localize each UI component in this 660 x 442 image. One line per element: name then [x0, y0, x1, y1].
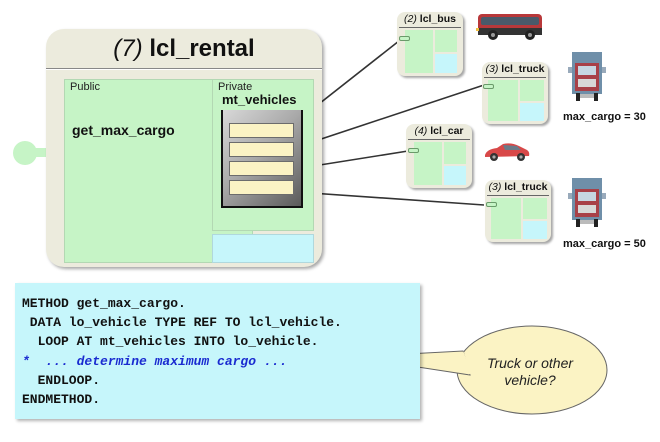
- title-separator: [399, 27, 461, 28]
- object-name: lcl_car: [430, 125, 464, 137]
- private-lower-section: [212, 234, 314, 263]
- private-label: Private: [218, 81, 253, 93]
- code-line: LOOP AT mt_vehicles INTO lo_vehicle.: [22, 334, 319, 349]
- private-section: Private mt_vehicles: [212, 79, 314, 231]
- object-lcl-car[interactable]: (4) lcl_car: [406, 124, 472, 188]
- object-title: (2) lcl_bus: [397, 13, 463, 25]
- private-section: [520, 80, 544, 101]
- private-lower-section: [523, 221, 547, 239]
- interface-pin: [486, 202, 497, 207]
- object-count: (4): [414, 125, 428, 137]
- title-separator: [487, 195, 549, 196]
- truck-icon: [568, 52, 606, 101]
- object-name: lcl_truck: [504, 181, 548, 193]
- code-line: ENDMETHOD.: [22, 392, 101, 407]
- table-row[interactable]: [229, 180, 294, 195]
- object-title: (3) lcl_truck: [485, 181, 551, 193]
- private-section: [444, 142, 466, 164]
- public-label: Public: [70, 81, 100, 93]
- code-line: DATA lo_vehicle TYPE REF TO lcl_vehicle.: [22, 315, 342, 330]
- bus-icon: [476, 14, 542, 40]
- object-lcl-bus[interactable]: (2) lcl_bus: [397, 12, 463, 76]
- method-get-max-cargo[interactable]: get_max_cargo: [72, 122, 175, 138]
- object-lcl-truck-2[interactable]: (3) lcl_truck: [485, 180, 551, 242]
- interface-pin: [408, 148, 419, 153]
- car-icon: [485, 143, 530, 161]
- object-name: lcl_bus: [419, 13, 456, 25]
- attribute-mt-vehicles[interactable]: mt_vehicles: [222, 92, 297, 107]
- max-cargo-label-30: max_cargo = 30: [563, 111, 646, 123]
- object-lcl-rental[interactable]: (7) lcl_rental Public get_max_cargo Priv…: [46, 29, 322, 267]
- truck-icon: [568, 178, 606, 227]
- object-count: (2): [404, 13, 417, 25]
- object-title: (7) lcl_rental: [46, 35, 322, 63]
- private-lower-section: [444, 166, 466, 185]
- table-row[interactable]: [229, 123, 294, 138]
- title-separator: [408, 139, 470, 140]
- internal-table: [221, 110, 303, 208]
- private-section: [523, 198, 547, 219]
- title-separator: [484, 77, 546, 78]
- callout-line-2: vehicle?: [504, 372, 556, 388]
- object-lcl-truck-1[interactable]: (3) lcl_truck: [482, 62, 548, 124]
- object-title: (4) lcl_car: [406, 125, 472, 137]
- object-count: (3): [485, 63, 499, 75]
- code-line: METHOD get_max_cargo.: [22, 296, 186, 311]
- private-lower-section: [520, 103, 544, 121]
- object-name: lcl_truck: [501, 63, 545, 75]
- max-cargo-label-50: max_cargo = 50: [563, 238, 646, 250]
- table-row[interactable]: [229, 142, 294, 157]
- callout-text: Truck or other vehicle?: [470, 355, 590, 389]
- callout-line-1: Truck or other: [486, 355, 574, 371]
- object-title: (3) lcl_truck: [482, 63, 548, 75]
- object-name: lcl_rental: [149, 35, 255, 62]
- code-block: METHOD get_max_cargo. DATA lo_vehicle TY…: [15, 283, 420, 419]
- private-section: [435, 30, 457, 52]
- code-comment-line: * ... determine maximum cargo ...: [22, 354, 288, 369]
- code-line: ENDLOOP.: [22, 373, 101, 388]
- table-row[interactable]: [229, 161, 294, 176]
- object-count: (3): [488, 181, 502, 193]
- object-count: (7): [113, 35, 143, 62]
- title-separator: [46, 68, 322, 70]
- interface-pin: [399, 36, 410, 41]
- private-lower-section: [435, 54, 457, 73]
- interface-pin: [483, 84, 494, 89]
